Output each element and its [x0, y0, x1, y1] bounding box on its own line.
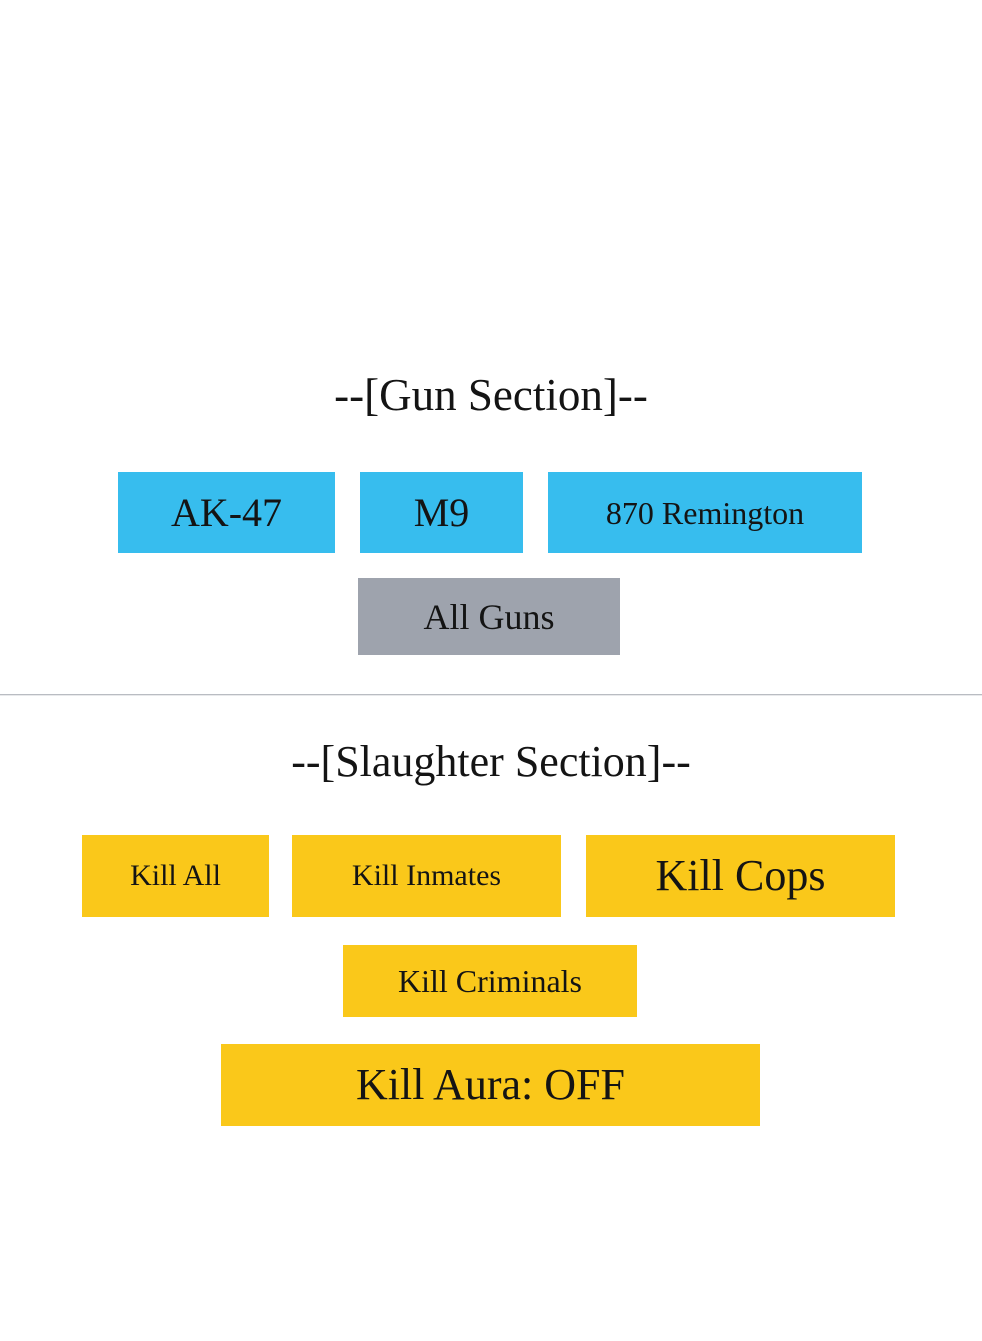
kill-inmates-button[interactable]: Kill Inmates: [292, 835, 561, 917]
slaughter-section-title: --[Slaughter Section]--: [291, 737, 691, 786]
m9-button[interactable]: M9: [360, 472, 523, 553]
kill-aura-toggle-button[interactable]: Kill Aura: OFF: [221, 1044, 760, 1126]
kill-cops-button[interactable]: Kill Cops: [586, 835, 895, 917]
870-remington-button[interactable]: 870 Remington: [548, 472, 862, 553]
all-guns-button[interactable]: All Guns: [358, 578, 620, 655]
ak47-button[interactable]: AK-47: [118, 472, 335, 553]
section-divider: [0, 694, 982, 696]
gun-section-title: --[Gun Section]--: [334, 370, 648, 420]
kill-criminals-button[interactable]: Kill Criminals: [343, 945, 637, 1017]
kill-all-button[interactable]: Kill All: [82, 835, 269, 917]
